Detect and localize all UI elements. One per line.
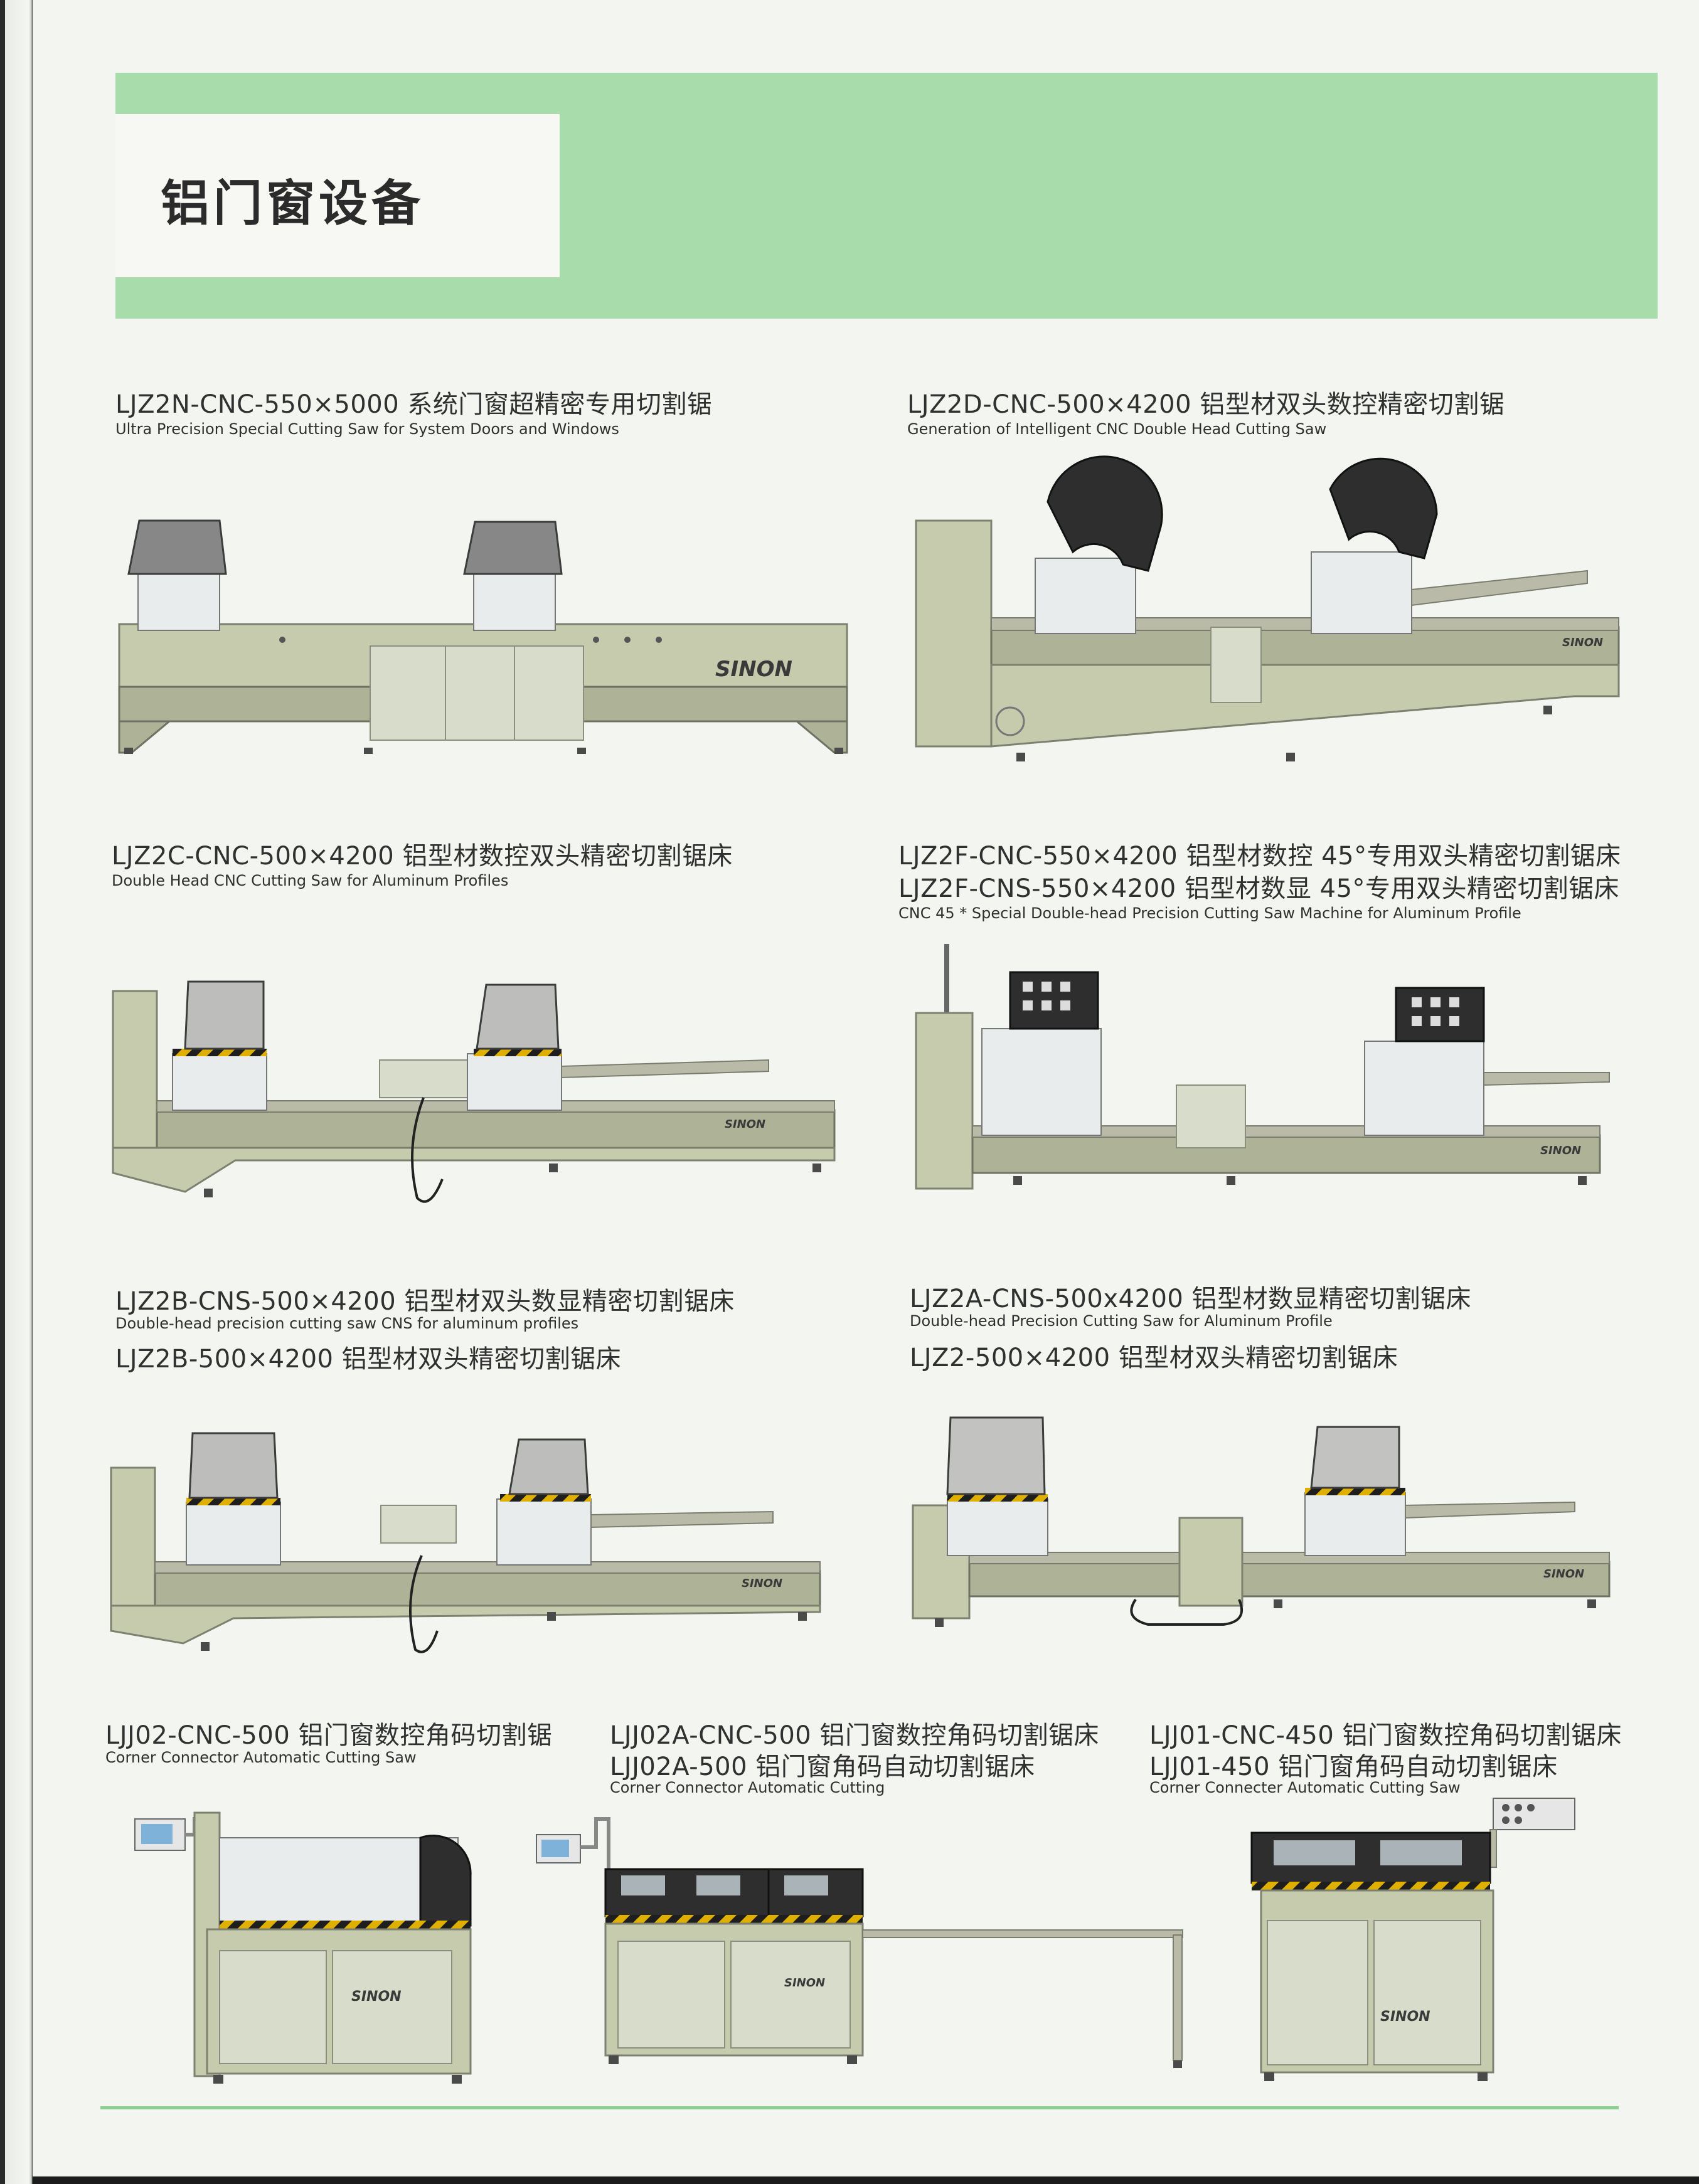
product-title: LJZ2N-CNC-550×5000 系统门窗超精密专用切割锯 xyxy=(115,390,713,419)
brand-logo: SINON xyxy=(784,1976,825,1990)
product-subtitle: Ultra Precision Special Cutting Saw for … xyxy=(115,420,619,438)
brand-logo: SINON xyxy=(1380,2009,1430,2025)
product-title: LJZ2F-CNC-550×4200 铝型材数控 45°专用双头精密切割锯床 xyxy=(898,842,1621,871)
product-subtitle: Corner Connector Automatic Cutting Saw xyxy=(105,1749,417,1766)
header-tab xyxy=(115,114,560,277)
brand-logo: SINON xyxy=(742,1577,782,1590)
machine-image-ljz2c: SINON xyxy=(112,980,836,1203)
product-title: LJZ2D-CNC-500×4200 铝型材双头数控精密切割锯 xyxy=(907,390,1505,419)
product-subtitle: Corner Connector Automatic Cutting xyxy=(610,1779,885,1796)
product-title: LJJ02-CNC-500 铝门窗数控角码切割锯 xyxy=(105,1721,553,1750)
brand-logo: SINON xyxy=(1543,1567,1584,1581)
machine-image-ljz2b: SINON xyxy=(110,1432,821,1653)
product-title: LJZ2C-CNC-500×4200 铝型材数控双头精密切割锯床 xyxy=(112,842,733,871)
machine-image-ljz2a: SINON xyxy=(912,1416,1611,1627)
product-subtitle: Generation of Intelligent CNC Double Hea… xyxy=(907,420,1327,438)
brand-logo: SINON xyxy=(351,1989,402,2005)
machine-image-ljj01: SINON xyxy=(1250,1798,1575,2081)
book-spine xyxy=(0,0,33,2184)
bottom-divider xyxy=(100,2106,1619,2109)
brand-logo: SINON xyxy=(1562,636,1603,649)
product-title-alt: LJZ2-500×4200 铝型材双头精密切割锯床 xyxy=(910,1344,1398,1372)
product-subtitle: Double-head precision cutting saw CNS fo… xyxy=(115,1315,579,1332)
product-title-alt: LJJ02A-500 铝门窗角码自动切割锯床 xyxy=(610,1752,1035,1781)
product-title-alt: LJZ2F-CNS-550×4200 铝型材数显 45°专用双头精密切割锯床 xyxy=(898,874,1620,903)
brand-logo: SINON xyxy=(715,657,792,682)
machine-image-ljz2n: SINON xyxy=(118,519,848,754)
product-title: LJJ02A-CNC-500 铝门窗数控角码切割锯床 xyxy=(610,1721,1099,1750)
machine-image-ljj02: SINON xyxy=(134,1811,472,2084)
product-subtitle: Double Head CNC Cutting Saw for Aluminum… xyxy=(112,872,509,889)
page-title: 铝门窗设备 xyxy=(161,176,425,232)
product-title-alt: LJJ01-450 铝门窗角码自动切割锯床 xyxy=(1149,1752,1558,1781)
product-title: LJZ2B-CNS-500×4200 铝型材双头数显精密切割锯床 xyxy=(115,1287,735,1316)
product-subtitle: Corner Connecter Automatic Cutting Saw xyxy=(1149,1779,1461,1796)
machine-image-ljj02a: SINON xyxy=(536,1817,1183,2068)
machine-image-ljz2d: SINON xyxy=(915,455,1620,761)
machine-image-ljz2f: SINON xyxy=(915,944,1610,1190)
product-subtitle: CNC 45 * Special Double-head Precision C… xyxy=(898,904,1521,922)
product-title: LJZ2A-CNS-500x4200 铝型材数显精密切割锯床 xyxy=(910,1285,1472,1313)
product-subtitle: Double-head Precision Cutting Saw for Al… xyxy=(910,1312,1333,1330)
brand-logo: SINON xyxy=(725,1118,765,1131)
product-title-alt: LJZ2B-500×4200 铝型材双头精密切割锯床 xyxy=(115,1345,622,1374)
brand-logo: SINON xyxy=(1540,1144,1581,1157)
product-title: LJJ01-CNC-450 铝门窗数控角码切割锯床 xyxy=(1149,1721,1622,1750)
